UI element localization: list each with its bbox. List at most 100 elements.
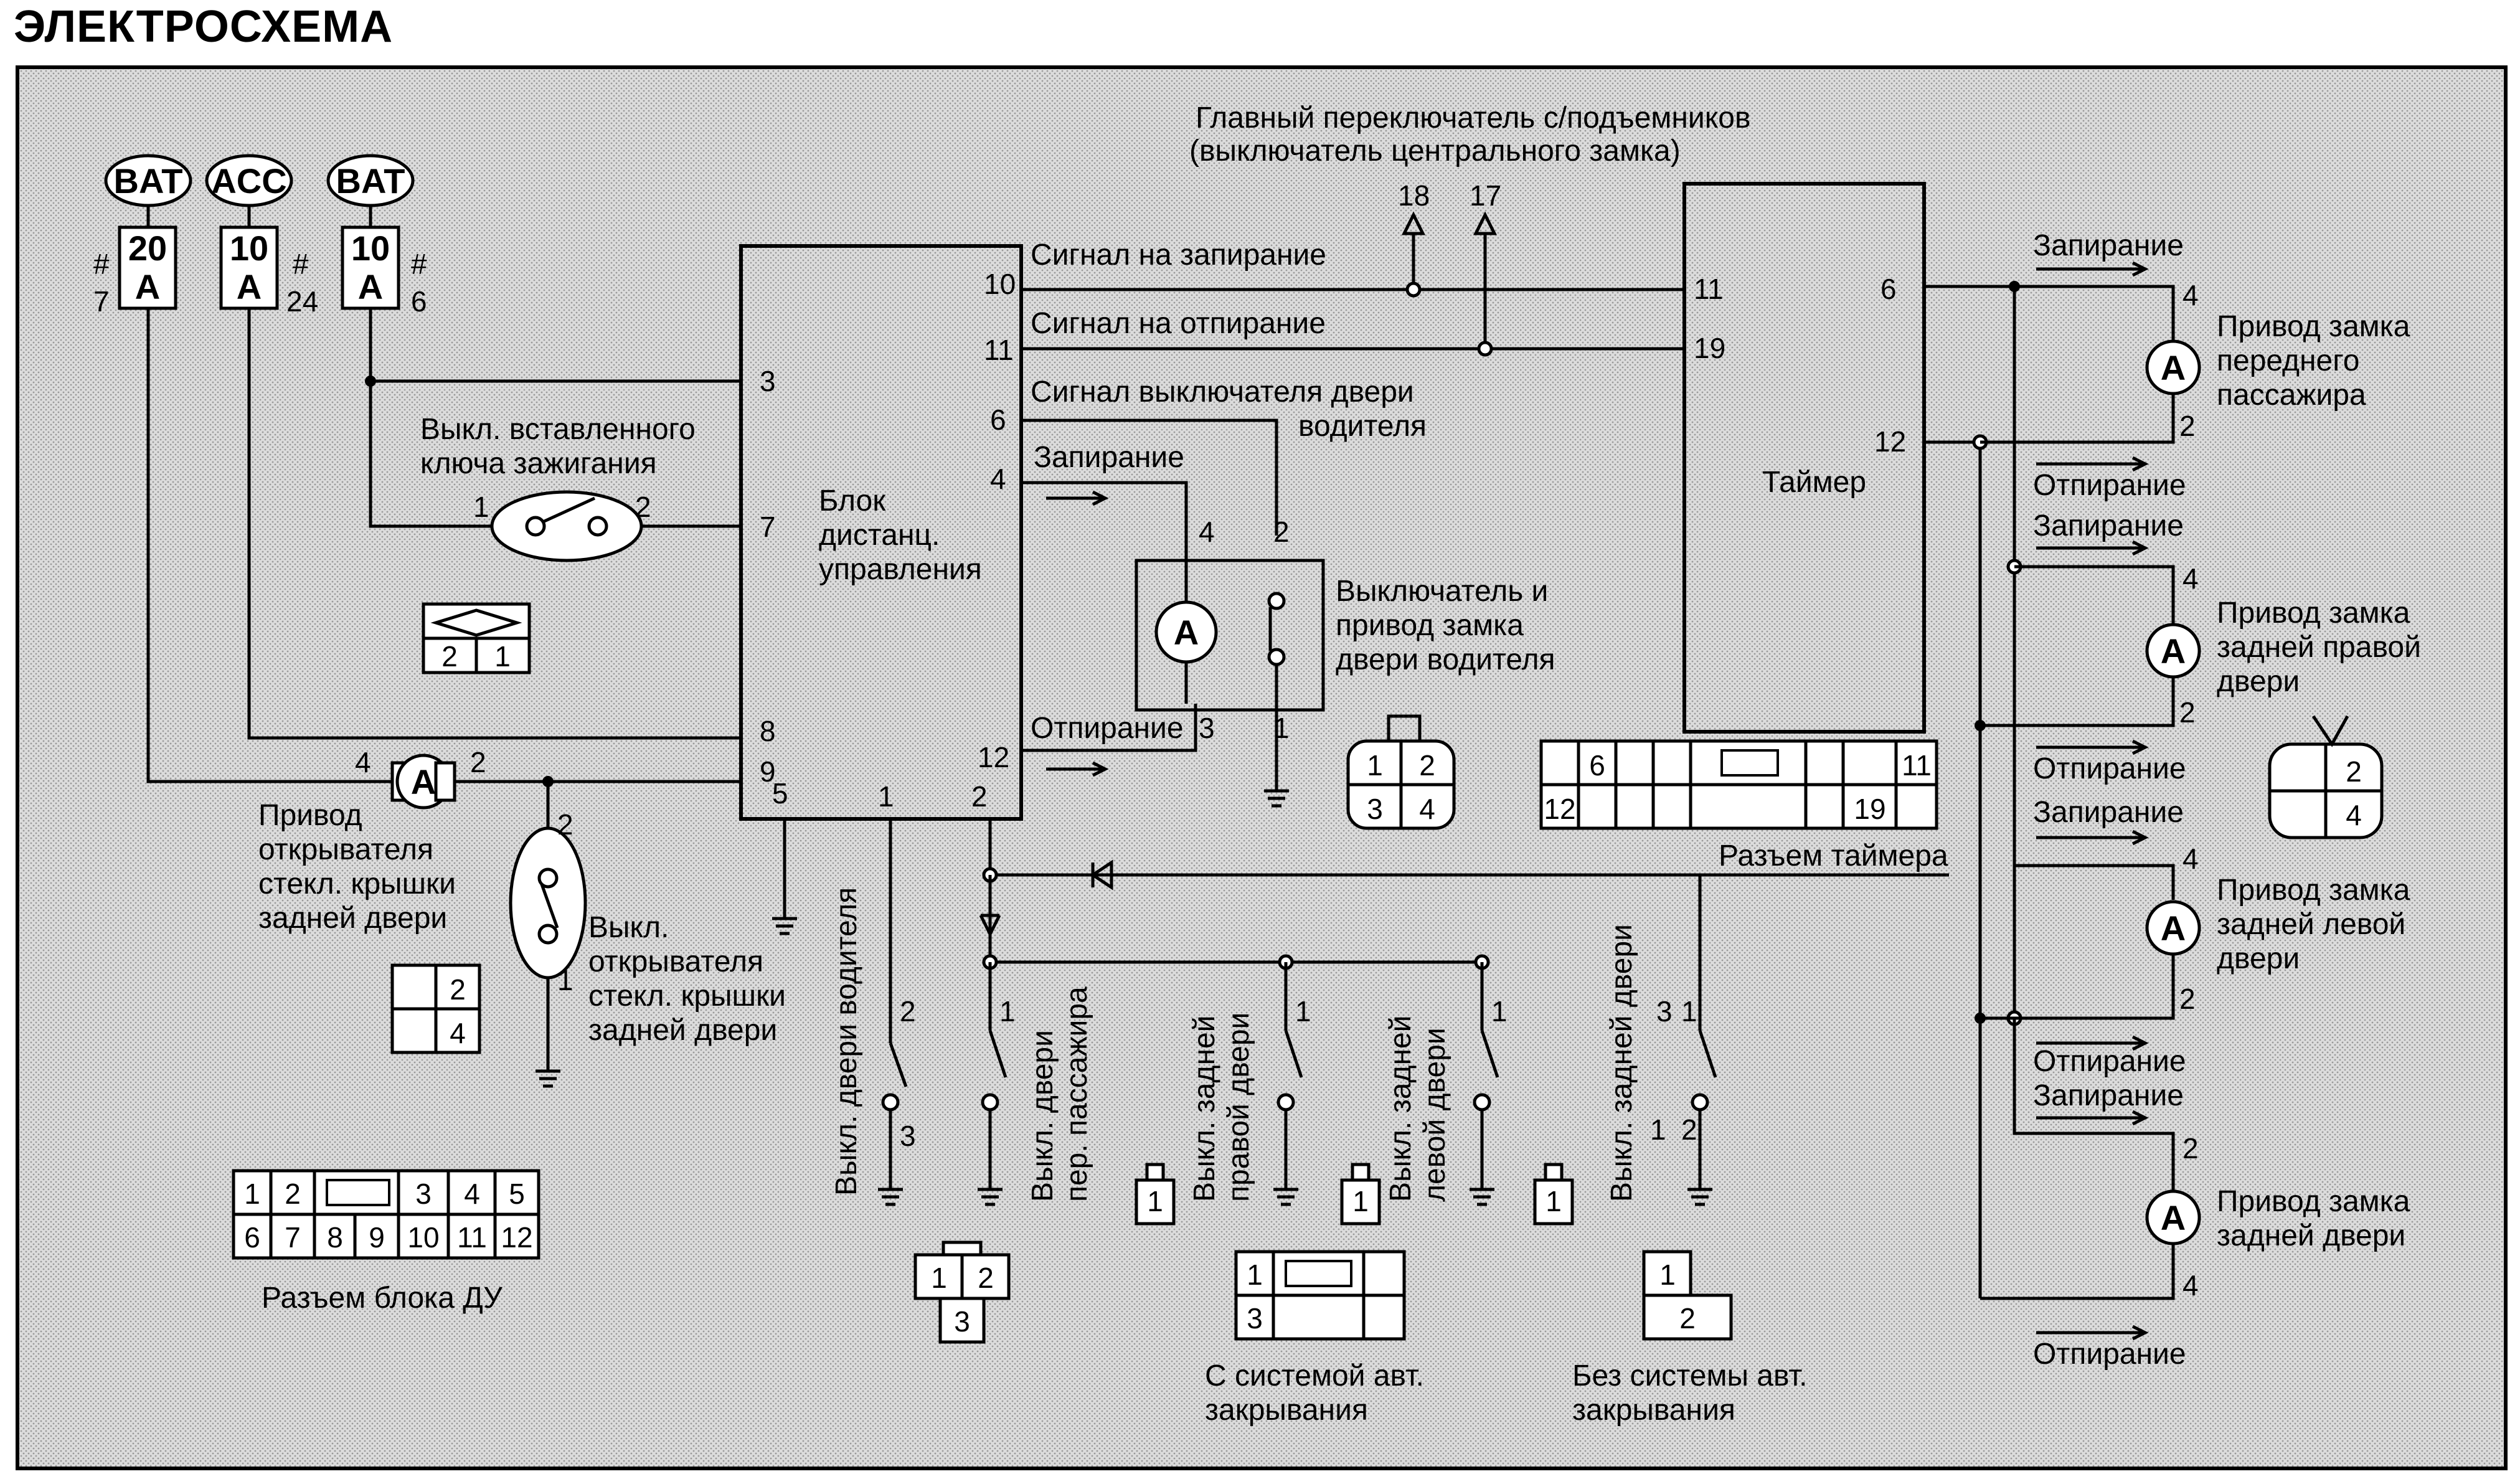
svg-text:Отпирание: Отпирание bbox=[1031, 712, 1184, 745]
svg-text:19: 19 bbox=[1854, 793, 1885, 825]
svg-text:водителя: водителя bbox=[1298, 410, 1427, 443]
svg-text:Привод: Привод bbox=[258, 799, 362, 832]
svg-text:закрывания: закрывания bbox=[1572, 1394, 1735, 1427]
svg-text:2: 2 bbox=[441, 640, 458, 673]
rear-right-switch-connector: 1 bbox=[1135, 1163, 1176, 1226]
svg-text:1: 1 bbox=[557, 964, 573, 996]
svg-text:переднего: переднего bbox=[2217, 344, 2359, 377]
svg-text:1: 1 bbox=[1273, 712, 1290, 744]
svg-text:(выключатель центрального замк: (выключатель центрального замка) bbox=[1189, 135, 1681, 168]
svg-text:задней двери: задней двери bbox=[258, 902, 447, 935]
svg-text:4: 4 bbox=[2346, 799, 2362, 831]
svg-text:2: 2 bbox=[2183, 1132, 2199, 1165]
svg-text:1: 1 bbox=[473, 491, 489, 523]
svg-text:#: # bbox=[293, 248, 309, 280]
svg-text:11: 11 bbox=[1902, 749, 1932, 782]
svg-text:A: A bbox=[2161, 631, 2186, 671]
svg-text:ключа зажигания: ключа зажигания bbox=[420, 447, 657, 480]
svg-text:2: 2 bbox=[450, 973, 466, 1006]
svg-text:левой двери: левой двери bbox=[1418, 1028, 1451, 1202]
svg-text:4: 4 bbox=[1199, 516, 1215, 548]
svg-text:пер. пассажира: пер. пассажира bbox=[1060, 986, 1093, 1202]
key-switch-connector: 2 1 bbox=[422, 602, 531, 674]
svg-text:A: A bbox=[1174, 613, 1199, 652]
svg-text:2: 2 bbox=[2179, 983, 2196, 1015]
svg-text:управления: управления bbox=[819, 553, 982, 586]
svg-text:A: A bbox=[2161, 1198, 2186, 1237]
svg-text:стекл. крышки: стекл. крышки bbox=[588, 980, 786, 1013]
control-unit-connector: 1 2 3 4 5 6 7 8 9 10 11 12 Разъем блока … bbox=[232, 1169, 540, 1315]
svg-text:1: 1 bbox=[1681, 995, 1697, 1028]
svg-text:дистанц.: дистанц. bbox=[819, 519, 940, 552]
svg-text:Выкл. задней двери: Выкл. задней двери bbox=[1605, 924, 1638, 1202]
without-auto-closing-caption: Без системы авт. bbox=[1572, 1359, 1807, 1392]
tailgate-switch-connector: 2 4 bbox=[390, 963, 481, 1054]
svg-text:Выкл. двери водителя: Выкл. двери водителя bbox=[830, 887, 863, 1196]
svg-text:2: 2 bbox=[2179, 410, 2196, 442]
unlock-signal-label: Сигнал на отпирание bbox=[1031, 307, 1326, 340]
svg-text:A: A bbox=[358, 267, 383, 306]
ignition-key-switch: 1 2 Выкл. вставленного ключа зажигания bbox=[420, 413, 696, 562]
tailgate-glass-switch: 2 1 Выкл. открывателя стекл. крышки задн… bbox=[509, 782, 786, 1088]
svg-text:Выкл. вставленного: Выкл. вставленного bbox=[420, 413, 696, 446]
svg-text:задней правой: задней правой bbox=[2217, 631, 2421, 664]
control-unit-connector-caption: Разъем блока ДУ bbox=[262, 1282, 503, 1315]
svg-text:6: 6 bbox=[244, 1221, 260, 1254]
svg-text:18: 18 bbox=[1398, 179, 1430, 212]
svg-text:4: 4 bbox=[2183, 279, 2199, 311]
svg-text:двери водителя: двери водителя bbox=[1336, 643, 1555, 676]
driver-switch-signal-label: Сигнал выключателя двери bbox=[1031, 376, 1414, 409]
lock-signal-label: Сигнал на запирание bbox=[1031, 239, 1326, 272]
svg-text:#: # bbox=[411, 248, 427, 280]
svg-text:Выключатель и: Выключатель и bbox=[1336, 575, 1548, 608]
svg-text:19: 19 bbox=[1694, 332, 1725, 364]
svg-text:открывателя: открывателя bbox=[258, 833, 433, 866]
driver-door-switch: 2 3 Выкл. двери водителя bbox=[830, 819, 916, 1206]
svg-text:1: 1 bbox=[1367, 749, 1383, 782]
svg-text:10: 10 bbox=[230, 229, 268, 268]
svg-text:2: 2 bbox=[1681, 1113, 1697, 1146]
svg-text:1: 1 bbox=[878, 780, 894, 813]
fuse-bus-label: BAT bbox=[114, 161, 183, 201]
svg-text:7: 7 bbox=[760, 511, 776, 543]
svg-text:5: 5 bbox=[509, 1178, 525, 1210]
svg-text:2: 2 bbox=[1419, 749, 1435, 782]
svg-text:A: A bbox=[411, 762, 436, 801]
rear-right-lock-actuator: A 4 2 Привод замка задней правой двери bbox=[1980, 562, 2421, 729]
svg-text:3: 3 bbox=[415, 1178, 432, 1210]
svg-text:4: 4 bbox=[2183, 562, 2199, 595]
svg-text:Выкл. задней: Выкл. задней bbox=[1384, 1016, 1417, 1202]
passenger-switch-connector: 1 2 3 bbox=[913, 1240, 1011, 1344]
svg-text:открывателя: открывателя bbox=[588, 945, 763, 978]
svg-text:2: 2 bbox=[635, 491, 651, 523]
svg-text:Отпирание: Отпирание bbox=[2033, 752, 2186, 785]
svg-text:8: 8 bbox=[760, 715, 776, 747]
svg-text:BAT: BAT bbox=[336, 161, 405, 201]
fuse-bat-10a: BAT 10 A # 6 bbox=[326, 154, 427, 318]
with-auto-closing-caption: С системой авт. bbox=[1205, 1359, 1424, 1392]
svg-text:3: 3 bbox=[954, 1305, 970, 1338]
svg-text:1: 1 bbox=[1659, 1259, 1676, 1291]
svg-text:Привод замка: Привод замка bbox=[2217, 1185, 2410, 1218]
svg-text:привод замка: привод замка bbox=[1336, 609, 1524, 642]
svg-text:Отпирание: Отпирание bbox=[2033, 1045, 2186, 1078]
timer-unit: Таймер 11 19 6 12 bbox=[1682, 182, 1926, 734]
rear-left-door-switch: 1 Выкл. задней левой двери bbox=[1384, 962, 1508, 1206]
svg-text:2: 2 bbox=[2179, 696, 2196, 729]
svg-text:20: 20 bbox=[128, 229, 167, 268]
svg-text:1: 1 bbox=[1546, 1185, 1562, 1217]
svg-text:9: 9 bbox=[760, 755, 776, 788]
remote-control-unit: Блок дистанц. управления 3 7 8 9 5 1 2 1… bbox=[739, 244, 1023, 821]
svg-text:2: 2 bbox=[285, 1178, 301, 1210]
svg-text:задней левой: задней левой bbox=[2217, 908, 2405, 941]
timer-connector: 6 11 12 19 Разъем таймера bbox=[1539, 739, 1948, 872]
svg-text:11: 11 bbox=[1694, 273, 1724, 305]
driver-door-lock-actuator: A 4 2 3 1 Выключатель и привод замка две… bbox=[1135, 516, 1555, 808]
svg-text:4: 4 bbox=[990, 463, 1006, 495]
svg-text:3: 3 bbox=[760, 365, 776, 397]
svg-text:1: 1 bbox=[931, 1262, 947, 1294]
svg-text:6: 6 bbox=[1881, 273, 1897, 305]
svg-text:1: 1 bbox=[1491, 995, 1508, 1028]
svg-text:1: 1 bbox=[494, 640, 511, 673]
